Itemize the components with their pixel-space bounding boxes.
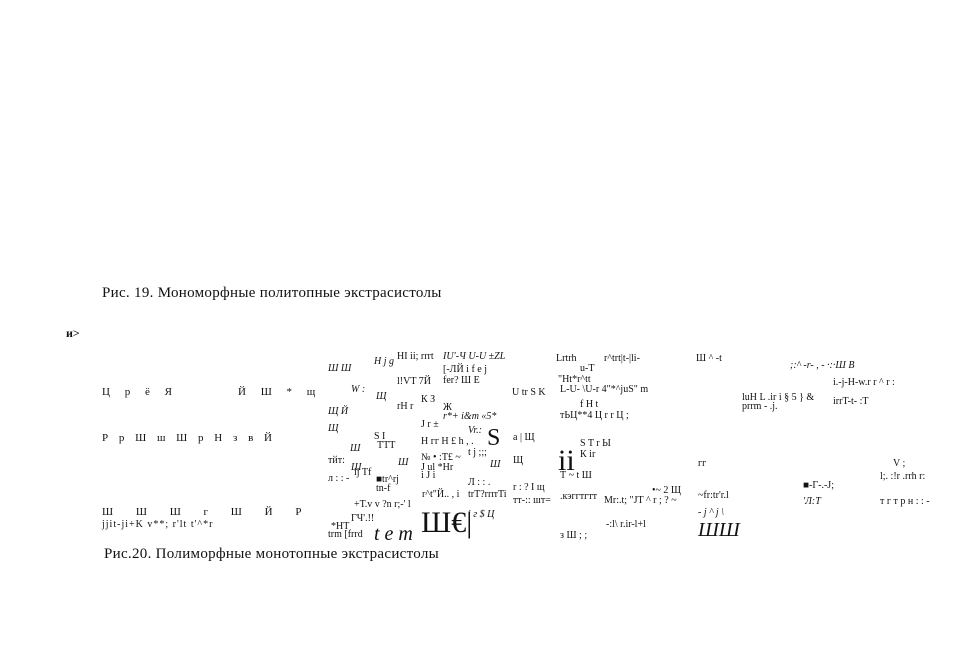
page-marker: и> — [66, 326, 80, 340]
ecg-figure-scan: Ц р ё Я Й Ш * щ Р р Ш ш Ш р Н з в Й Ш Ш … — [0, 340, 968, 545]
ocr-fragment: Щ — [513, 455, 524, 466]
ocr-fragment: тйт: — [328, 455, 345, 466]
ecg-row-label: Р р Ш ш Ш р Н з в Й — [102, 432, 276, 444]
ocr-fragment: fer? Ш E — [443, 375, 480, 386]
ocr-fragment: Ш — [398, 457, 409, 468]
ocr-fragment: W : — [351, 384, 366, 395]
ocr-fragment: Ж — [443, 402, 452, 413]
ocr-fragment: [-ЛЙ i f e j — [443, 364, 487, 375]
ocr-fragment: ■tr^rj — [376, 474, 399, 485]
ocr-fragment: з Ш ; ; — [560, 530, 588, 541]
ocr-fragment: Ш — [350, 443, 361, 454]
ocr-fragment: J r ± — [421, 419, 439, 430]
ocr-fragment: t j ;;; — [468, 447, 487, 458]
ocr-fragment: Ш — [490, 459, 501, 470]
ocr-fragment: ■-Г-.-J; — [803, 480, 834, 491]
ocr-fragment: V ; — [893, 458, 906, 469]
ocr-fragment: L-U- \U-r 4"*^juS" m — [560, 384, 649, 395]
ocr-fragment: ij Tf — [354, 467, 372, 478]
ocr-fragment: u-T — [580, 363, 595, 374]
ocr-fragment: r^t"Й.. , i — [422, 489, 460, 500]
ocr-fragment: Л : : . — [468, 477, 491, 488]
ocr-fragment: rH r — [397, 401, 414, 412]
ocr-fragment: +Т.v v ?n r;-' l — [354, 499, 411, 510]
ocr-fragment: l;. :!r .rrh r: — [880, 471, 926, 482]
figure-20-caption: Рис.20. Полиморфные монотопные экстрасис… — [104, 546, 440, 562]
ocr-fragment: tn-f — [376, 483, 391, 494]
ocr-fragment: Н гг Н £ h , . — [421, 436, 474, 447]
ecg-row-label: Ш Ш Ш г Ш Й Р — [102, 506, 312, 518]
ocr-fragment: r : ? I щ — [513, 482, 545, 493]
ecg-row-label: Й Ш * щ — [238, 386, 322, 398]
figure-19-caption: Рис. 19. Мономорфные политопные экстраси… — [102, 285, 442, 301]
ocr-fragment: -:l\ r.ir-l+l — [606, 519, 646, 530]
ocr-fragment: r^trt|t-|li- — [604, 353, 640, 364]
ocr-fragment: т г т р н : : - — [880, 496, 930, 507]
ocr-fragment: Mr:.t; "JT ^ r ; ? ~ — [604, 495, 677, 506]
ocr-fragment: .кэггтгтт — [560, 491, 597, 502]
ocr-fragment: № • :T£ ~ — [421, 452, 461, 463]
ocr-fragment: ГЧ'.!! — [351, 513, 375, 524]
ocr-fragment: HI ii; rrrt — [397, 351, 434, 362]
ocr-fragment: Ш — [351, 462, 362, 473]
ocr-fragment: prrm - .j. — [742, 401, 778, 412]
ecg-row-label: Ц р ё Я — [102, 386, 178, 398]
ocr-fragment: л : : - — [328, 473, 350, 484]
ocr-fragment: К З — [421, 394, 436, 405]
ocr-fragment: *HT — [331, 521, 350, 532]
ocr-fragment: S I — [374, 431, 386, 442]
ocr-fragment: i г $ Ц — [468, 509, 495, 520]
ocr-fragment: Ш€| — [421, 506, 473, 539]
ocr-fragment: trm [frrd — [328, 529, 363, 540]
ocr-fragment: Щ — [376, 391, 387, 402]
ocr-fragment: "Ht*r^tt — [558, 374, 591, 385]
ocr-fragment: irrT-t- :T — [833, 396, 869, 407]
ocr-fragment: ТТТ — [377, 440, 396, 451]
ocr-fragment: luH L .ir i § 5 } & — [742, 392, 815, 403]
ocr-fragment: Lrtrh — [556, 353, 577, 364]
ocr-fragment: S — [487, 425, 501, 451]
ocr-fragment: Щ — [328, 423, 339, 434]
ocr-fragment: тЬЦ**4 Ц r r Ц ; — [560, 410, 629, 421]
ocr-fragment: t e m — [374, 523, 413, 545]
ocr-fragment: f H t — [580, 399, 599, 410]
ocr-fragment: Vr.: — [468, 425, 482, 436]
ocr-fragment: l!VT 7Й — [397, 376, 431, 387]
ocr-fragment: i J i — [421, 470, 436, 481]
ocr-fragment: Ш ^ -t — [696, 353, 722, 364]
ocr-fragment: ~fr:tr'r.l — [698, 490, 729, 501]
ocr-fragment: H j g — [374, 356, 394, 367]
ocr-fragment: гг — [698, 458, 707, 469]
ocr-fragment: ii — [558, 444, 575, 477]
ocr-fragment: Щ Й — [328, 406, 349, 417]
ocr-fragment: ;:^ -r- , - ·:·Ш B — [790, 360, 855, 371]
ocr-fragment: a | Щ — [513, 432, 535, 443]
ocr-fragment: trT?rrrrTi — [468, 489, 507, 500]
ocr-fragment: J ul *Hr — [421, 462, 454, 473]
ocr-fragment: IU'-Ч U-U ±ZL — [443, 351, 506, 362]
ocr-fragment: •~ 2 Щ — [652, 485, 681, 496]
ocr-fragment: - j ^ j \ — [698, 507, 724, 518]
ocr-fragment: i.-j-H-w.r r ^ r : — [833, 377, 895, 388]
ocr-fragment: ШШ — [698, 519, 740, 541]
ecg-row-label: jjit-ji+K v**; r'lt t'^*r — [102, 519, 214, 530]
ocr-fragment: S T r Ы — [580, 438, 611, 449]
ocr-fragment: Ш Ш — [328, 363, 352, 374]
ocr-fragment: 'Л:Т — [803, 496, 821, 507]
ocr-fragment: r*+ i&m «5* — [443, 411, 497, 422]
ocr-fragment: U tr S K — [512, 387, 546, 398]
ocr-fragment: тт-:: шт= — [513, 495, 551, 506]
ocr-fragment: Т ~ t Ш — [560, 470, 592, 481]
ocr-fragment: К ir — [580, 449, 596, 460]
